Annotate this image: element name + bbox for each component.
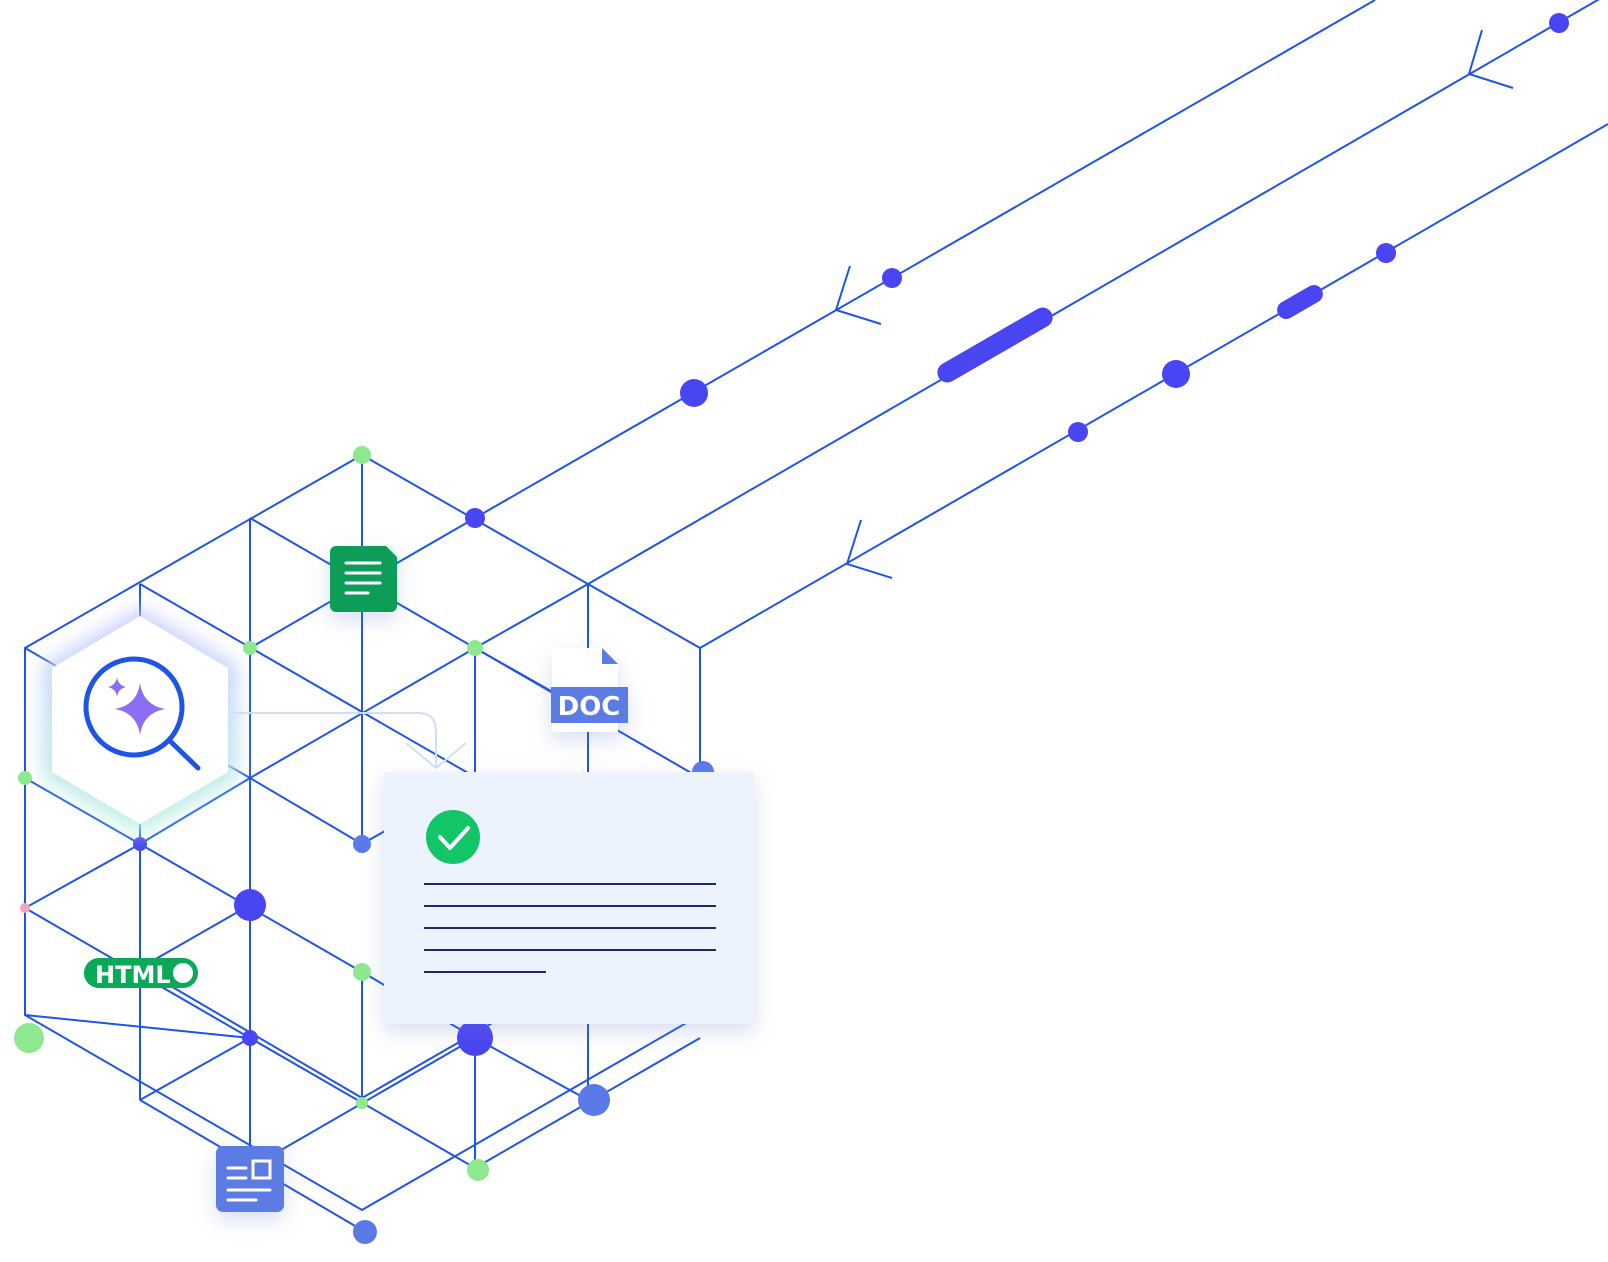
- grid-nodes: [14, 446, 714, 1244]
- card-text-lines: [424, 883, 716, 973]
- article-layout-icon: [216, 1146, 284, 1212]
- node-green: [467, 1159, 489, 1181]
- node-indigo: [457, 1020, 493, 1056]
- doc-label: DOC: [558, 692, 621, 722]
- data-rails: [474, 0, 1608, 649]
- doc-label-bg: [551, 687, 628, 723]
- packet-bar: [937, 307, 1053, 383]
- node-blue: [353, 1220, 377, 1244]
- text-document-icon: [330, 546, 397, 612]
- sparkle-icon: [115, 683, 165, 735]
- rail-node: [1068, 422, 1088, 442]
- result-card: [384, 772, 754, 1024]
- node-blue: [578, 1084, 610, 1116]
- node-indigo: [133, 837, 147, 851]
- rail-arrow: [1467, 29, 1514, 89]
- rail-arrow: [845, 519, 893, 579]
- connector-line: [232, 712, 437, 768]
- rail-packets: [680, 13, 1569, 442]
- node-pink: [20, 903, 30, 913]
- rail-node: [1162, 360, 1190, 388]
- connector-arrow: [405, 742, 467, 770]
- rail-node: [1549, 13, 1569, 33]
- toggle-knob: [173, 963, 193, 983]
- node-indigo: [234, 889, 266, 921]
- rail-node: [680, 379, 708, 407]
- node-green: [14, 1023, 44, 1053]
- node-green: [467, 640, 483, 656]
- node-green: [18, 771, 32, 785]
- search-icon: [83, 656, 201, 771]
- html-tag-icon: HTML: [84, 958, 198, 989]
- node-blue: [353, 835, 371, 853]
- html-label: HTML: [95, 961, 171, 989]
- node-green: [243, 641, 257, 655]
- doc-file-icon: DOC: [551, 648, 628, 732]
- packet-bar: [1277, 284, 1323, 319]
- node-indigo: [465, 508, 485, 528]
- rail-node: [1376, 243, 1396, 263]
- rail-arrow: [834, 265, 882, 325]
- rail-node: [882, 268, 902, 288]
- ai-search-tile: [42, 608, 467, 835]
- node-green: [353, 963, 371, 981]
- node-green: [353, 446, 371, 464]
- sparkle-small-icon: [108, 677, 126, 697]
- check-circle-icon: [426, 810, 480, 864]
- node-green: [356, 1097, 368, 1109]
- node-indigo: [242, 1030, 258, 1046]
